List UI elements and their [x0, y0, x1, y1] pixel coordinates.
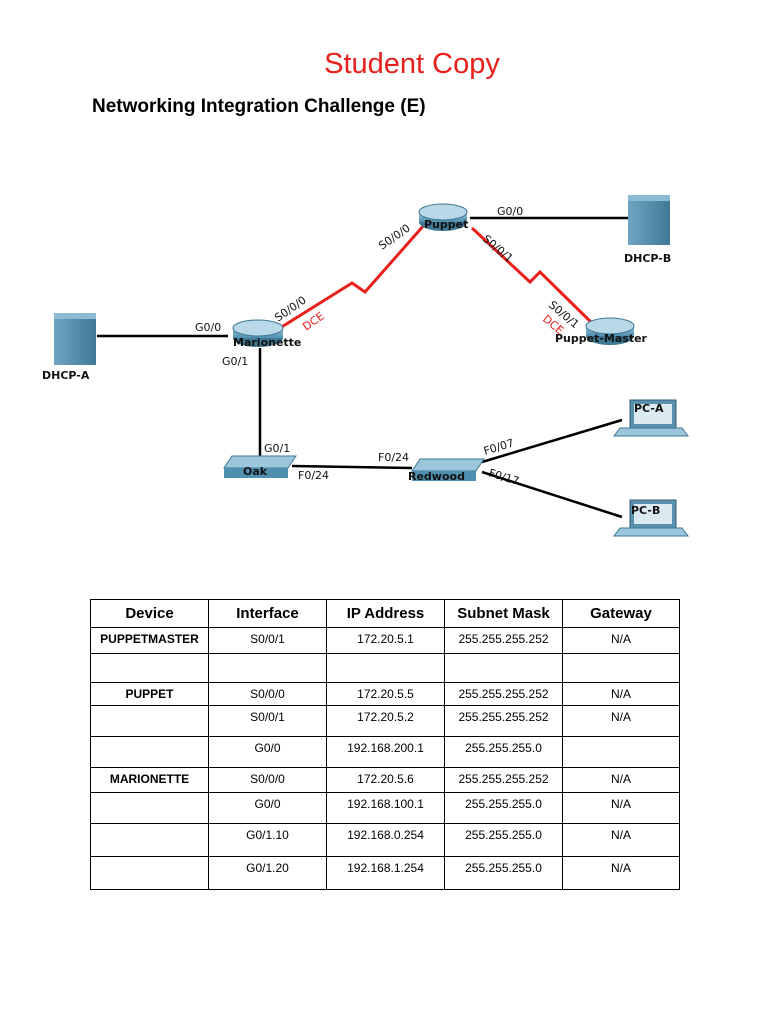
- cell-device: [90, 653, 209, 683]
- table-row: PUPPETMASTER S0/0/1 172.20.5.1 255.255.2…: [90, 627, 680, 654]
- cell-gateway: N/A: [562, 627, 680, 654]
- cell-ip-address: 172.20.5.1: [326, 627, 445, 654]
- cell-interface: S0/0/0: [208, 767, 327, 793]
- pc-a[interactable]: [613, 399, 689, 437]
- cell-interface: [208, 653, 327, 683]
- cell-ip-address: 172.20.5.5: [326, 682, 445, 706]
- cell-ip-address: 192.168.200.1: [326, 736, 445, 768]
- cell-ip-address: 172.20.5.6: [326, 767, 445, 793]
- header-subnet-mask: Subnet Mask: [444, 599, 563, 628]
- cell-interface: G0/0: [208, 736, 327, 768]
- switch-redwood[interactable]: [411, 458, 485, 481]
- cell-gateway: N/A: [562, 705, 680, 737]
- label-puppet: Puppet: [424, 218, 468, 231]
- table-row: MARIONETTE S0/0/0 172.20.5.6 255.255.255…: [90, 767, 680, 793]
- port-oak-g01: G0/1: [264, 442, 290, 455]
- port-puppet-s000: S0/0/0: [376, 222, 412, 253]
- serial-link-puppet-puppet-master: [470, 226, 597, 328]
- port-oak-f024: F0/24: [298, 469, 329, 482]
- cell-subnet-mask: 255.255.255.0: [444, 856, 563, 890]
- cell-interface: S0/0/1: [208, 705, 327, 737]
- cell-device: [90, 823, 209, 857]
- label-oak: Oak: [243, 465, 268, 478]
- addressing-table: Device Interface IP Address Subnet Mask …: [90, 599, 680, 890]
- label-marionette: Marionette: [233, 336, 301, 349]
- label-redwood: Redwood: [408, 470, 465, 483]
- cell-interface: G0/1.10: [208, 823, 327, 857]
- serial-link-marionette-puppet: [279, 223, 427, 330]
- port-puppet-s001: S0/0/1: [480, 232, 515, 265]
- cell-subnet-mask: 255.255.255.0: [444, 823, 563, 857]
- label-puppet-master: Puppet-Master: [555, 332, 648, 345]
- cell-interface: G0/0: [208, 792, 327, 824]
- header-ip-address: IP Address: [326, 599, 445, 628]
- cell-device: MARIONETTE: [90, 767, 209, 793]
- table-row: G0/1.20 192.168.1.254 255.255.255.0 N/A: [90, 856, 680, 890]
- cell-device: [90, 705, 209, 737]
- cell-gateway: [562, 653, 680, 683]
- table-row: G0/0 192.168.200.1 255.255.255.0: [90, 736, 680, 768]
- header-gateway: Gateway: [562, 599, 680, 628]
- router-puppet[interactable]: [418, 203, 468, 231]
- cell-gateway: N/A: [562, 767, 680, 793]
- link-redwood-pc-b: [481, 470, 623, 519]
- cell-gateway: [562, 736, 680, 768]
- cell-device: [90, 792, 209, 824]
- cell-subnet-mask: 255.255.255.252: [444, 627, 563, 654]
- cell-gateway: N/A: [562, 792, 680, 824]
- label-dhcp-b: DHCP-B: [624, 252, 671, 265]
- cell-subnet-mask: 255.255.255.252: [444, 767, 563, 793]
- cell-gateway: N/A: [562, 682, 680, 706]
- cell-ip-address: [326, 653, 445, 683]
- port-redwood-f017: F0/17: [487, 466, 520, 488]
- table-header-row: Device Interface IP Address Subnet Mask …: [90, 599, 680, 628]
- label-dhcp-a: DHCP-A: [42, 369, 90, 382]
- cell-interface: S0/0/1: [208, 627, 327, 654]
- switch-oak[interactable]: [223, 455, 297, 478]
- cell-gateway: N/A: [562, 856, 680, 890]
- cell-interface: S0/0/0: [208, 682, 327, 706]
- cell-ip-address: 192.168.0.254: [326, 823, 445, 857]
- document-subtitle: Networking Integration Challenge (E): [92, 96, 426, 117]
- cell-interface: G0/1.20: [208, 856, 327, 890]
- cell-subnet-mask: 255.255.255.252: [444, 705, 563, 737]
- cell-device: [90, 736, 209, 768]
- cell-subnet-mask: 255.255.255.0: [444, 736, 563, 768]
- table-row: PUPPET S0/0/0 172.20.5.5 255.255.255.252…: [90, 682, 680, 706]
- serial-links: [279, 223, 597, 330]
- ethernet-links: [97, 216, 628, 519]
- link-redwood-pc-a: [481, 418, 623, 464]
- table-row: S0/0/1 172.20.5.2 255.255.255.252 N/A: [90, 705, 680, 737]
- port-marionette-g00: G0/0: [195, 321, 221, 334]
- cell-subnet-mask: 255.255.255.252: [444, 682, 563, 706]
- label-pc-a: PC-A: [634, 402, 664, 415]
- cell-ip-address: 192.168.1.254: [326, 856, 445, 890]
- port-redwood-f024: F0/24: [378, 451, 409, 464]
- network-topology-diagram: Puppet Marionette Puppet-Master Oak Redw…: [42, 195, 689, 537]
- header-interface: Interface: [208, 599, 327, 628]
- cell-ip-address: 172.20.5.2: [326, 705, 445, 737]
- cell-ip-address: 192.168.100.1: [326, 792, 445, 824]
- table-row: G0/0 192.168.100.1 255.255.255.0 N/A: [90, 792, 680, 824]
- cell-device: PUPPET: [90, 682, 209, 706]
- router-marionette[interactable]: [232, 319, 284, 347]
- pc-b[interactable]: [613, 499, 689, 537]
- table-row: G0/1.10 192.168.0.254 255.255.255.0 N/A: [90, 823, 680, 857]
- document-title: Student Copy: [324, 48, 500, 80]
- cell-gateway: N/A: [562, 823, 680, 857]
- link-oak-redwood: [291, 464, 413, 470]
- server-dhcp-b[interactable]: [628, 195, 670, 245]
- cell-subnet-mask: [444, 653, 563, 683]
- header-device: Device: [90, 599, 209, 628]
- router-puppet-master[interactable]: [585, 317, 635, 345]
- cell-subnet-mask: 255.255.255.0: [444, 792, 563, 824]
- port-marionette-g01: G0/1: [222, 355, 248, 368]
- server-dhcp-a[interactable]: [54, 313, 96, 365]
- label-pc-b: PC-B: [631, 504, 660, 517]
- cell-device: PUPPETMASTER: [90, 627, 209, 654]
- port-puppet-g00: G0/0: [497, 205, 523, 218]
- table-row: [90, 653, 680, 683]
- cell-device: [90, 856, 209, 890]
